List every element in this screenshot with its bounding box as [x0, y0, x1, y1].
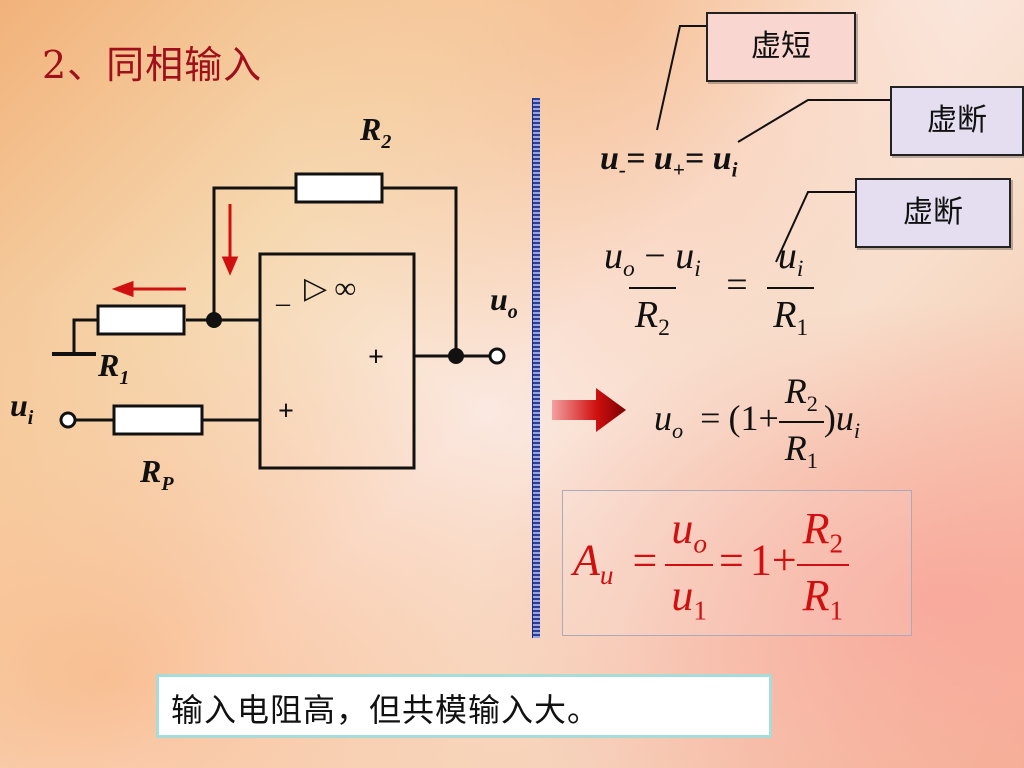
uo-label: uo	[490, 281, 518, 323]
eq1-u-i: u	[712, 140, 732, 177]
vertical-divider	[532, 98, 540, 638]
equation-kcl: uo − ui R2 = ui R1	[598, 234, 815, 342]
equation-output: uo =(1+ R2 R1 )ui	[654, 371, 861, 473]
rp-resistor	[112, 404, 204, 436]
slide-title: 2、同相输入	[42, 43, 263, 87]
eq2-equals: =	[726, 263, 748, 306]
callout-virtual-short: 虚短	[706, 12, 856, 82]
gain-result-box: Au = uo u1 =1+ R2 R1	[562, 490, 912, 636]
opamp-minus-sign: –	[275, 288, 291, 319]
circuit-diagram: ▷ ∞ – + + R2 R1 RP ui uo	[10, 111, 518, 495]
opamp-symbol: ▷ ∞	[304, 272, 356, 305]
eq2-right-fraction: ui R1	[767, 234, 815, 342]
eq1-i-sub: i	[731, 157, 738, 182]
eq1-plus-sub: +	[672, 157, 685, 182]
opamp-plus-in: +	[278, 396, 294, 427]
footer-note: 输入电阻高，但共模输入大。	[156, 674, 772, 738]
leader-line-virtual-open-1	[737, 99, 890, 143]
eq1-minus-sub: -	[618, 157, 626, 182]
r2-label: R2	[359, 111, 391, 153]
eq1-equals-2: =	[684, 140, 713, 177]
leader-line-virtual-open-2	[775, 191, 855, 263]
equation-gain: Au = uo u1 =1+ R2 R1	[573, 503, 850, 626]
output-terminal	[488, 347, 506, 365]
callout-virtual-open-2-text: 虚断	[903, 195, 963, 230]
current-arrow-down	[221, 204, 239, 276]
callout-virtual-short-text: 虚短	[751, 29, 811, 64]
eq2-left-fraction: uo − ui R2	[604, 235, 701, 342]
r1-label: R1	[97, 347, 129, 389]
implication-arrow	[552, 388, 626, 432]
r2-resistor	[294, 172, 384, 204]
equation-virtual-short: u-= u+= ui	[600, 140, 737, 182]
ui-label: ui	[10, 387, 34, 429]
eq1-equals-1: =	[625, 140, 654, 177]
eq1-u-minus: u	[600, 140, 619, 177]
opamp-plus-out: +	[368, 342, 384, 373]
r1-ground-wire	[72, 318, 98, 354]
callout-virtual-open-1-text: 虚断	[927, 103, 987, 138]
callout-virtual-open-2: 虚断	[855, 178, 1011, 248]
feedback-wire	[212, 186, 296, 320]
junction-dot-inverting	[206, 312, 222, 328]
leader-line-virtual-short	[656, 25, 706, 131]
eq1-u-plus: u	[653, 140, 673, 177]
junction-dot-output	[448, 348, 464, 364]
r1-resistor	[96, 304, 186, 336]
rp-label: RP	[139, 453, 174, 495]
current-arrow-left	[111, 280, 186, 298]
opamp-body	[258, 252, 416, 470]
callout-virtual-open-1: 虚断	[890, 86, 1024, 156]
feedback-wire-right	[382, 186, 458, 356]
input-terminal	[59, 411, 77, 429]
